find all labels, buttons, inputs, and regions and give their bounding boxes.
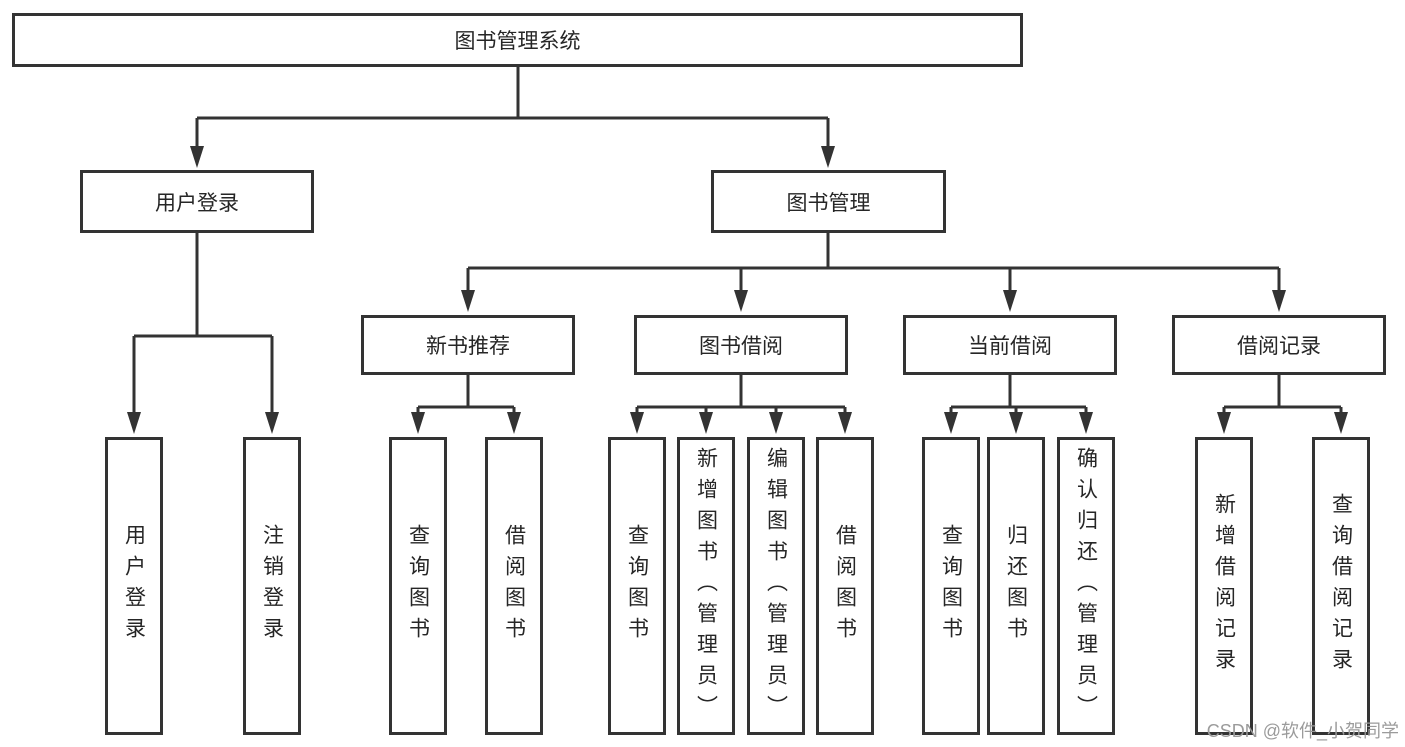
node-label: 当前借阅 (968, 335, 1052, 358)
node-label: 图书管理系统 (454, 30, 581, 53)
node-borrowing-records: 借阅记录 (1172, 315, 1386, 375)
leaf-query-books-recommend: 查询图书 (389, 437, 447, 735)
leaf-label: 查询图书 (406, 524, 430, 648)
leaf-borrow-books-recommend: 借阅图书 (485, 437, 543, 735)
leaf-borrow-books-borrowing: 借阅图书 (816, 437, 874, 735)
leaf-label: 借阅图书 (502, 524, 526, 648)
node-current-borrowing: 当前借阅 (903, 315, 1117, 375)
node-user-login: 用户登录 (80, 170, 314, 233)
leaf-return-books: 归还图书 (987, 437, 1045, 735)
node-library-management-system: 图书管理系统 (12, 13, 1023, 67)
leaf-label: 归还图书 (1004, 524, 1028, 648)
leaf-label: 用户登录 (122, 524, 146, 648)
node-label: 图书借阅 (699, 335, 783, 358)
node-label: 借阅记录 (1237, 335, 1321, 358)
node-label: 用户登录 (155, 191, 239, 215)
leaf-label: 新增借阅记录 (1212, 493, 1236, 679)
node-label: 新书推荐 (426, 335, 510, 358)
leaf-logout: 注销登录 (243, 437, 301, 735)
leaf-query-books-current: 查询图书 (922, 437, 980, 735)
node-new-book-recommendation: 新书推荐 (361, 315, 575, 375)
node-label: 图书管理 (786, 191, 871, 215)
leaf-label: 确认归还（管理员） (1074, 446, 1098, 726)
leaf-label: 查询借阅记录 (1329, 493, 1353, 679)
leaf-add-borrow-record: 新增借阅记录 (1195, 437, 1253, 735)
node-book-management: 图书管理 (711, 170, 946, 233)
leaf-label: 查询图书 (939, 524, 963, 648)
leaf-label: 注销登录 (260, 524, 284, 648)
leaf-confirm-return-admin: 确认归还（管理员） (1057, 437, 1115, 735)
watermark-text: CSDN @软件_小贺同学 (1206, 721, 1399, 741)
leaf-label: 查询图书 (625, 524, 649, 648)
node-book-borrowing: 图书借阅 (634, 315, 848, 375)
leaf-label: 编辑图书（管理员） (764, 446, 788, 726)
leaf-query-books-borrowing: 查询图书 (608, 437, 666, 735)
leaf-edit-books-admin: 编辑图书（管理员） (747, 437, 805, 735)
leaf-label: 借阅图书 (833, 524, 857, 648)
leaf-add-books-admin: 新增图书（管理员） (677, 437, 735, 735)
leaf-user-login: 用户登录 (105, 437, 163, 735)
leaf-query-borrow-record: 查询借阅记录 (1312, 437, 1370, 735)
leaf-label: 新增图书（管理员） (694, 446, 718, 726)
